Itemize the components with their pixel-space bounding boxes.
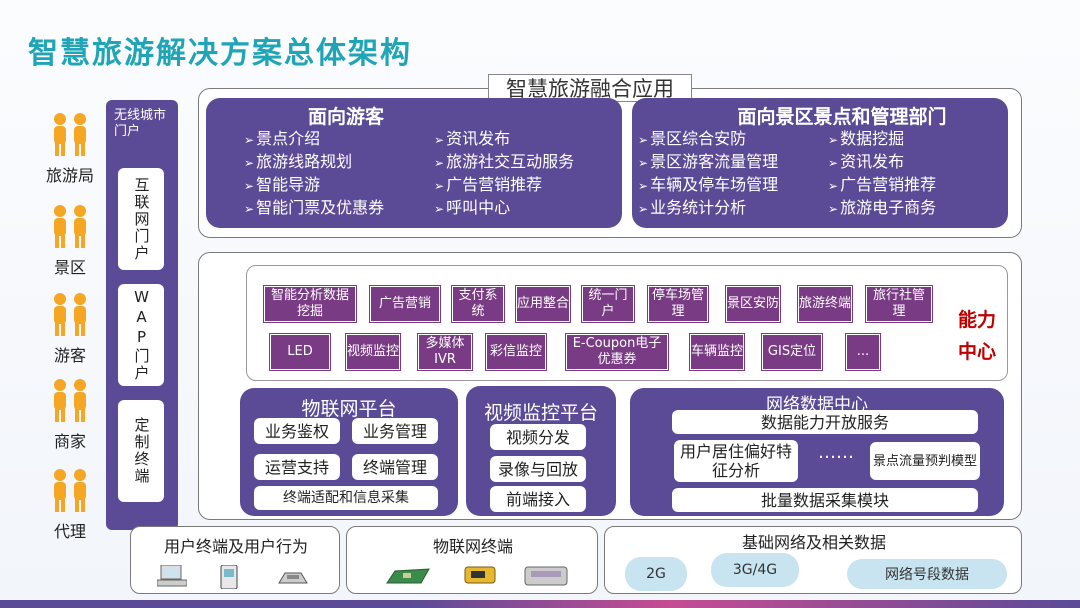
management-title: 面向景区景点和管理部门: [737, 106, 947, 128]
person-icon: [30, 292, 110, 336]
mobile-icon: [219, 564, 239, 593]
capability-box[interactable]: GIS定位: [762, 334, 822, 370]
iot-business-mgmt[interactable]: 业务管理: [352, 418, 438, 444]
tourist-panel: 面向游客 景点介绍旅游线路规划智能导游智能门票及优惠券 资讯发布旅游社交互动服务…: [206, 98, 622, 228]
portal-custom-terminal[interactable]: 定制终端: [118, 400, 164, 502]
network-segment-data: 网络号段数据: [847, 559, 1007, 589]
batch-data-collection[interactable]: 批量数据采集模块: [672, 488, 978, 512]
capability-box[interactable]: 统一门户: [582, 286, 634, 322]
network-box: 基础网络及相关数据 2G 3G/4G 网络号段数据: [604, 526, 1022, 594]
portal-header: 无线城市门户: [114, 108, 167, 139]
actor-label: 旅游局: [45, 166, 94, 185]
capability-box[interactable]: 智能分析数据挖掘: [264, 286, 356, 322]
video-platform: 视频监控平台 视频分发 录像与回放 前端接入: [466, 386, 616, 516]
iot-platform-title: 物联网平台: [301, 398, 397, 420]
list-item: 业务统计分析: [638, 197, 778, 220]
list-item: 呼叫中心: [434, 197, 574, 220]
capability-box[interactable]: 旅游终端: [798, 286, 852, 322]
user-terminal-label: 用户终端及用户行为: [163, 537, 308, 556]
management-list-1: 景区综合安防景区游客流量管理车辆及停车场管理业务统计分析: [638, 128, 778, 220]
management-list-2: 数据挖掘资讯发布广告营销推荐旅游电子商务: [828, 128, 936, 220]
network-label: 基础网络及相关数据: [741, 533, 886, 552]
actor-2: 游客: [30, 292, 110, 366]
list-item: 智能门票及优惠券: [244, 197, 384, 220]
actor-label: 商家: [53, 432, 86, 451]
capability-box[interactable]: 支付系统: [452, 286, 504, 322]
actor-1: 景区: [30, 204, 110, 278]
actor-label: 景区: [53, 258, 86, 277]
list-item: 旅游电子商务: [828, 197, 936, 220]
list-item: 智能导游: [244, 174, 384, 197]
footer-stripe: [0, 600, 1080, 608]
person-icon: [30, 468, 110, 512]
dots: ……: [818, 442, 854, 463]
flow-prediction-model[interactable]: 景点流量预判模型: [870, 442, 980, 480]
portal-wap[interactable]: WAP门户: [118, 284, 164, 386]
user-preference-analysis[interactable]: 用户居住偏好特征分析: [674, 440, 798, 482]
portal-column: 无线城市门户 互联网门户 WAP门户 定制终端: [106, 100, 178, 530]
network-3g4g: 3G/4G: [711, 553, 799, 587]
list-item: 车辆及停车场管理: [638, 174, 778, 197]
management-panel: 面向景区景点和管理部门 景区综合安防景区游客流量管理车辆及停车场管理业务统计分析…: [632, 98, 1008, 228]
capability-box[interactable]: 应用整合: [516, 286, 570, 322]
list-item: 旅游线路规划: [244, 151, 384, 174]
capability-box[interactable]: ...: [846, 334, 880, 370]
iot-terminal-box: 物联网终端: [346, 526, 598, 594]
capability-box[interactable]: 车辆监控: [690, 334, 744, 370]
actor-0: 旅游局: [30, 112, 110, 186]
scanner-icon: [463, 563, 499, 591]
list-item: 资讯发布: [434, 128, 574, 151]
video-recording[interactable]: 录像与回放: [490, 456, 586, 482]
capability-box[interactable]: 旅行社管理: [866, 286, 932, 322]
capability-box[interactable]: 视频监控: [346, 334, 400, 370]
list-item: 景点介绍: [244, 128, 384, 151]
iot-adapter[interactable]: 终端适配和信息采集: [254, 486, 438, 510]
iot-terminal-label: 物联网终端: [432, 537, 513, 556]
list-item: 景区综合安防: [638, 128, 778, 151]
capability-label: 能力中心: [957, 309, 996, 363]
user-terminal-box: 用户终端及用户行为: [130, 526, 340, 594]
list-item: 资讯发布: [828, 151, 936, 174]
person-icon: [30, 378, 110, 422]
iot-platform: 物联网平台 业务鉴权 业务管理 运营支持 终端管理 终端适配和信息采集: [240, 388, 458, 516]
capability-box[interactable]: 彩信监控: [486, 334, 546, 370]
actor-3: 商家: [30, 378, 110, 452]
phone-icon: [277, 569, 309, 591]
tourist-list-1: 景点介绍旅游线路规划智能导游智能门票及优惠券: [244, 128, 384, 220]
capability-box[interactable]: E-Coupon电子优惠券: [566, 334, 668, 370]
capability-box[interactable]: LED: [270, 334, 330, 370]
capability-box[interactable]: 景区安防: [726, 286, 780, 322]
list-item: 景区游客流量管理: [638, 151, 778, 174]
capability-box[interactable]: 多媒体IVR: [418, 334, 472, 370]
video-platform-title: 视频监控平台: [483, 402, 598, 424]
device-icon: [523, 565, 569, 591]
computer-icon: [156, 564, 188, 591]
tourist-list-2: 资讯发布旅游社交互动服务广告营销推荐呼叫中心: [434, 128, 574, 220]
app-layer-title: 智慧旅游融合应用: [488, 74, 692, 102]
actor-label: 代理: [53, 522, 86, 541]
iot-ops-support[interactable]: 运营支持: [254, 454, 340, 480]
person-icon: [30, 112, 110, 156]
list-item: 广告营销推荐: [828, 174, 936, 197]
data-open-service[interactable]: 数据能力开放服务: [672, 410, 978, 434]
page-title: 智慧旅游解决方案总体架构: [28, 36, 412, 71]
video-distribution[interactable]: 视频分发: [490, 424, 586, 450]
list-item: 数据挖掘: [828, 128, 936, 151]
list-item: 旅游社交互动服务: [434, 151, 574, 174]
list-item: 广告营销推荐: [434, 174, 574, 197]
tourist-title: 面向游客: [307, 106, 384, 128]
iot-terminal-mgmt[interactable]: 终端管理: [352, 454, 438, 480]
circuit-board-icon: [385, 565, 431, 591]
person-icon: [30, 204, 110, 248]
actor-4: 代理: [30, 468, 110, 542]
data-center: 网络数据中心 数据能力开放服务 用户居住偏好特征分析 …… 景点流量预判模型 批…: [630, 388, 1004, 516]
iot-auth[interactable]: 业务鉴权: [254, 418, 340, 444]
capability-box[interactable]: 广告营销: [370, 286, 440, 322]
capability-box[interactable]: 停车场管理: [648, 286, 708, 322]
portal-internet[interactable]: 互联网门户: [118, 168, 164, 270]
network-2g: 2G: [625, 557, 687, 591]
actor-label: 游客: [53, 346, 86, 365]
video-frontend-access[interactable]: 前端接入: [490, 486, 586, 512]
